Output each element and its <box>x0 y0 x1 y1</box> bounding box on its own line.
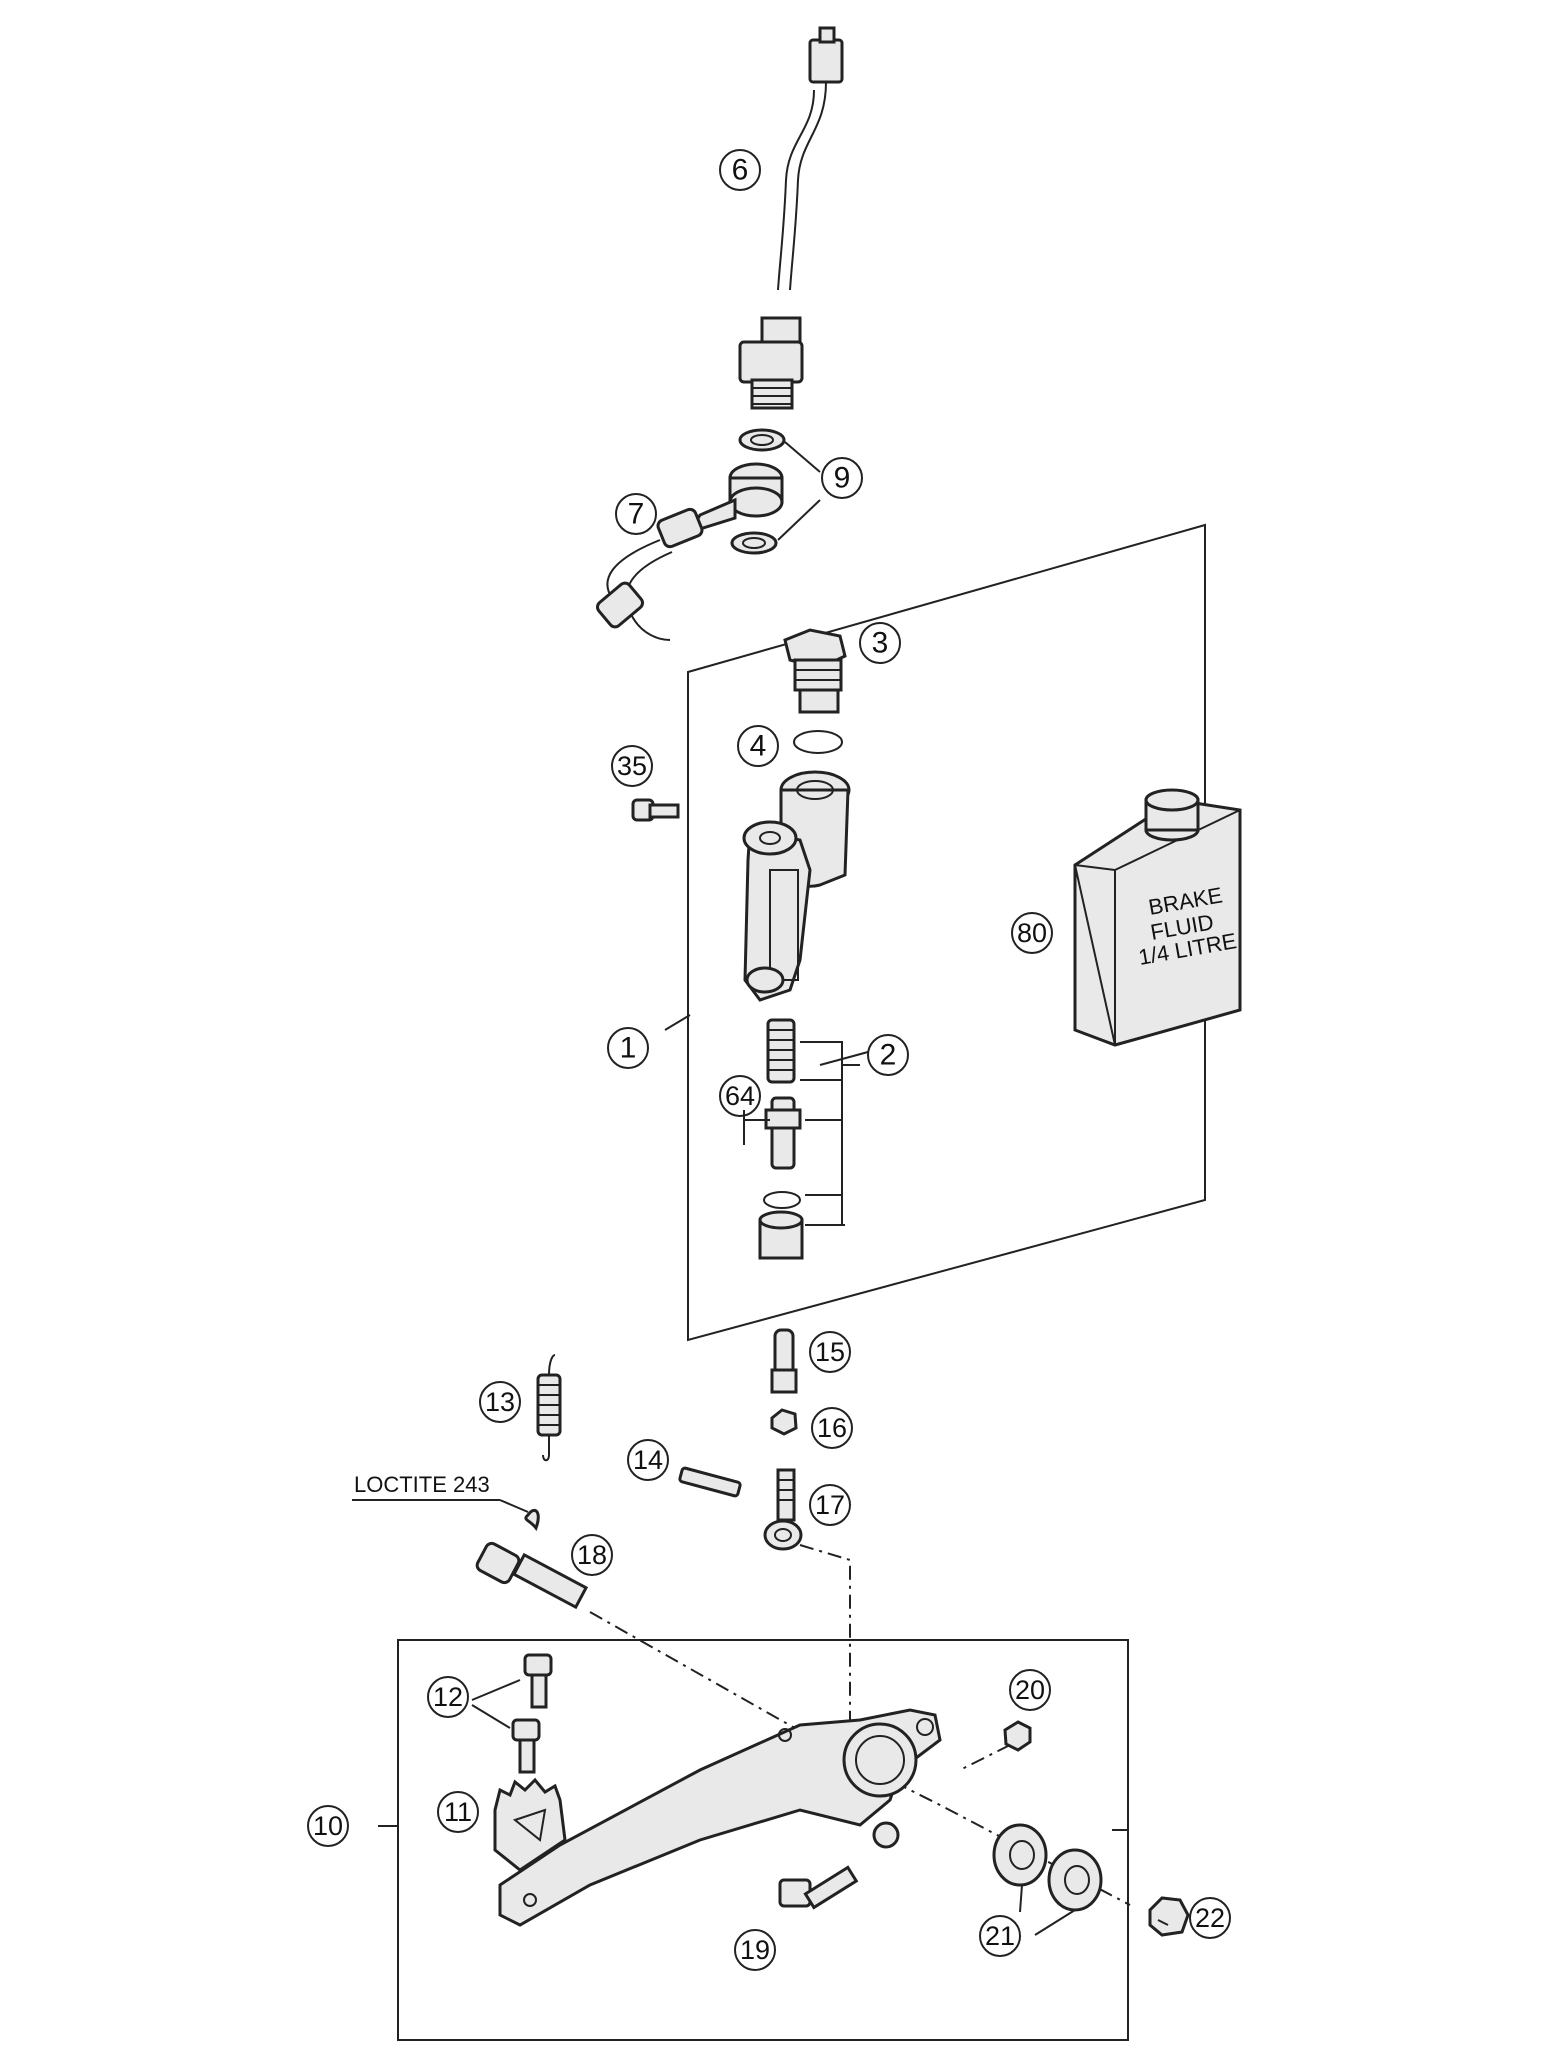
callout-17: 17 <box>809 1484 851 1526</box>
callout-35-label: 35 <box>617 751 647 781</box>
callout-15-label: 15 <box>815 1337 845 1367</box>
callout-12: 12 <box>427 1676 469 1718</box>
master-cylinder-group-frame <box>687 523 1206 1342</box>
pushrod-assembly <box>678 1328 803 1551</box>
callout-22: 22 <box>1189 1897 1231 1939</box>
callout-64: 64 <box>719 1075 761 1117</box>
brake-fluid-bottle: BRAKE FLUID 1/4 LITRE <box>1073 788 1242 1047</box>
leader-lines <box>378 1051 1169 1926</box>
callout-4-label: 4 <box>750 730 767 763</box>
callout-18-label: 18 <box>577 1540 607 1570</box>
callout-7: 7 <box>615 493 657 535</box>
return-spring <box>536 1354 562 1462</box>
callout-2-label: 2 <box>880 1039 897 1072</box>
callout-9: 9 <box>821 457 863 499</box>
bleed-screw <box>631 798 680 822</box>
callout-64-label: 64 <box>725 1081 755 1111</box>
callout-14: 14 <box>627 1439 669 1481</box>
callout-4: 4 <box>737 725 779 767</box>
callout-21: 21 <box>979 1915 1021 1957</box>
callout-80-label: 80 <box>1017 918 1047 948</box>
callout-10-label: 10 <box>313 1811 343 1841</box>
callout-9-label: 9 <box>834 462 851 495</box>
footrest-screws <box>471 1653 553 1774</box>
callout-22-label: 22 <box>1195 1903 1225 1933</box>
assembly-axis-nut <box>959 1744 1011 1771</box>
callout-21-label: 21 <box>985 1921 1015 1951</box>
callout-1: 1 <box>607 1027 649 1069</box>
callout-16: 16 <box>811 1407 853 1449</box>
callout-19: 19 <box>734 1929 776 1971</box>
callout-6: 6 <box>719 149 761 191</box>
clevis-bolt <box>778 1865 859 1910</box>
callout-7-label: 7 <box>628 498 645 531</box>
callout-2: 2 <box>867 1034 909 1076</box>
o-ring <box>793 730 843 754</box>
callout-1-label: 1 <box>620 1032 637 1065</box>
bearings <box>992 1823 1103 1936</box>
callout-18: 18 <box>571 1534 613 1576</box>
callout-11-label: 11 <box>444 1797 472 1827</box>
piston-kit <box>743 1018 860 1260</box>
callout-20: 20 <box>1009 1669 1051 1711</box>
reservoir-cap <box>783 628 847 714</box>
callout-17-label: 17 <box>815 1490 845 1520</box>
master-cylinder-body <box>664 770 851 1031</box>
callout-11: 11 <box>437 1791 479 1833</box>
callout-10: 10 <box>307 1805 349 1847</box>
collar-nut <box>1148 1896 1190 1937</box>
callout-13: 13 <box>479 1381 521 1423</box>
brake-pedal-group-frame <box>397 1639 1129 2041</box>
loctite-note: LOCTITE 243 <box>354 1472 490 1497</box>
brake-light-switch <box>738 26 844 410</box>
callout-13-label: 13 <box>485 1387 515 1417</box>
brake-hose <box>595 462 784 641</box>
brake-pedal <box>498 1708 942 1927</box>
callout-3: 3 <box>859 622 901 664</box>
callout-35: 35 <box>611 745 653 787</box>
assembly-axis-pushrod <box>799 1544 881 1746</box>
callout-3-label: 3 <box>872 627 889 660</box>
callout-16-label: 16 <box>817 1413 847 1443</box>
pivot-bolt <box>352 1499 589 1610</box>
callout-15: 15 <box>809 1331 851 1373</box>
callout-6-label: 6 <box>732 154 749 187</box>
callout-14-label: 14 <box>633 1445 663 1475</box>
pedal-nut <box>1003 1720 1032 1752</box>
callout-80: 80 <box>1011 912 1053 954</box>
callout-19-label: 19 <box>740 1935 770 1965</box>
callout-20-label: 20 <box>1015 1675 1045 1705</box>
callout-12-label: 12 <box>433 1682 463 1712</box>
sealing-washers <box>730 428 821 555</box>
